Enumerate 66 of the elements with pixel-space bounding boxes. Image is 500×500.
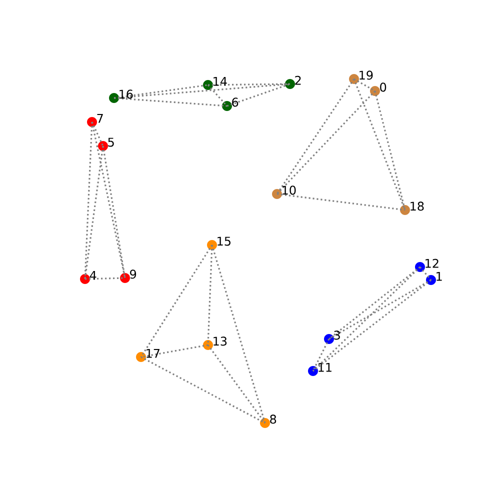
dotted-line — [312, 338, 330, 372]
node-number: 13 — [214, 336, 227, 346]
dotted-line — [207, 344, 266, 424]
dotted-line — [276, 193, 406, 211]
dotted-line — [354, 78, 376, 92]
node-number: 19 — [360, 70, 373, 80]
node-number: 9 — [130, 270, 136, 279]
node-number: 0 — [380, 82, 386, 92]
dotted-line — [84, 146, 104, 280]
dot-marker — [87, 117, 97, 127]
dotted-line — [102, 146, 126, 278]
dot-marker — [349, 74, 359, 84]
dotted-line — [114, 83, 290, 99]
dotted-line — [140, 356, 266, 424]
dot-marker — [120, 273, 130, 283]
node-number: 18 — [410, 202, 424, 211]
node-number: 7 — [97, 114, 103, 123]
dot-marker — [109, 93, 119, 103]
dot-marker — [98, 141, 108, 151]
dotted-line — [84, 277, 126, 280]
node-number: 6 — [232, 98, 238, 107]
dotted-line — [419, 266, 432, 281]
dotted-line — [312, 266, 421, 372]
dot-marker — [272, 189, 282, 199]
node-number: 8 — [270, 414, 276, 424]
dotted-line — [353, 78, 406, 210]
dotted-line — [140, 344, 208, 358]
node-number: 5 — [108, 138, 114, 147]
node-number: 16 — [120, 90, 133, 99]
dotted-line — [276, 78, 355, 194]
dotted-line — [207, 84, 228, 107]
dot-marker — [222, 101, 232, 111]
dotted-line — [140, 244, 213, 358]
dotted-line — [208, 83, 290, 86]
dot-marker — [207, 240, 217, 250]
dotted-line — [211, 244, 266, 424]
dot-marker — [308, 366, 318, 376]
node-number: 14 — [214, 77, 227, 86]
dot-marker — [260, 418, 270, 428]
dot-marker — [324, 334, 334, 344]
node-number: 1 — [436, 272, 442, 281]
node-number: 2 — [295, 76, 301, 85]
dotted-line — [91, 122, 126, 278]
node-number: 10 — [282, 186, 296, 195]
dotted-line — [374, 90, 406, 210]
dot-marker — [370, 86, 380, 96]
node-number: 3 — [334, 330, 340, 340]
node-number: 11 — [318, 363, 332, 372]
node-number: 4 — [90, 271, 96, 280]
dot-marker — [80, 274, 90, 284]
node-number: 12 — [426, 258, 438, 268]
dotted-line — [114, 97, 228, 107]
node-number: 15 — [218, 236, 230, 246]
node-number: 17 — [146, 349, 160, 358]
dot-marker — [203, 340, 213, 350]
dot-marker — [415, 262, 425, 272]
dotted-line — [276, 90, 376, 195]
dot-marker — [400, 205, 410, 215]
dot-marker — [285, 79, 295, 89]
dotted-line — [91, 122, 104, 146]
dotted-line — [312, 279, 432, 372]
dot-marker — [136, 352, 146, 362]
dot-marker — [426, 275, 436, 285]
dot-marker — [203, 80, 213, 90]
dotted-line — [84, 122, 93, 280]
dotted-line — [226, 83, 290, 107]
